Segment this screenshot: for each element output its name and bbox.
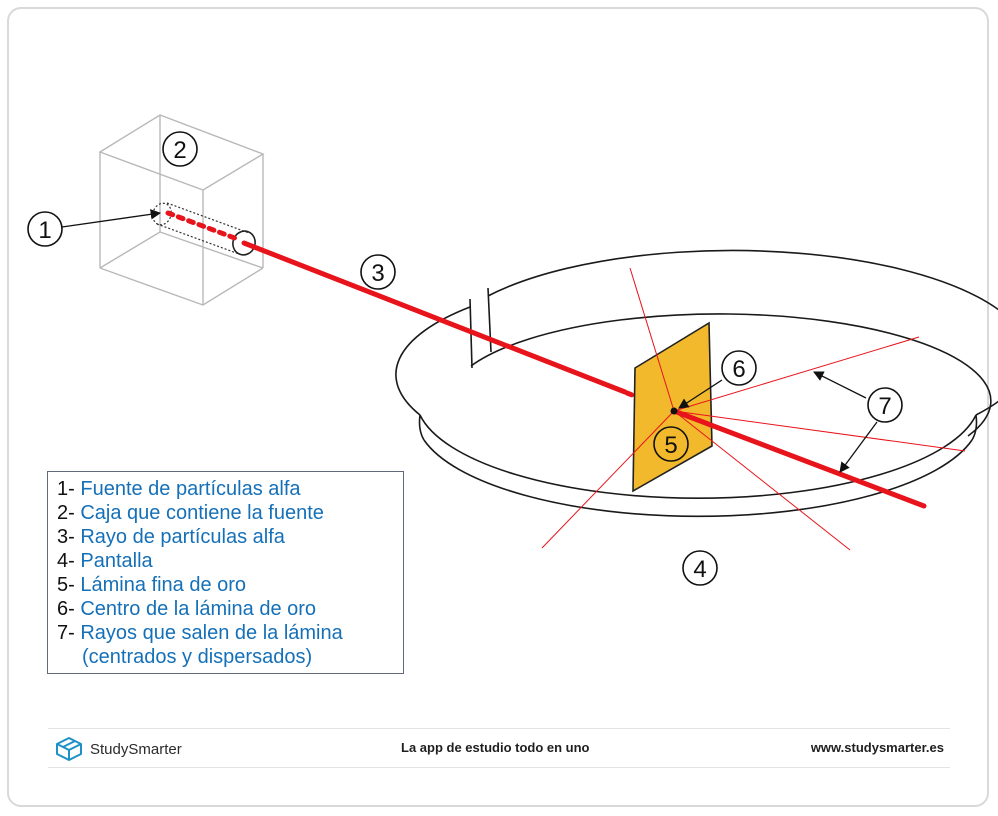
svg-text:4: 4 (693, 556, 706, 583)
brand-logo[interactable]: StudySmarter (54, 736, 182, 762)
legend-item: 6- Centro de la lámina de oro (57, 598, 317, 620)
marker-2: 2 (162, 131, 198, 167)
arrow-7b (839, 421, 878, 473)
marker-6: 6 (721, 350, 757, 386)
arrow-6 (678, 379, 723, 409)
svg-text:1: 1 (38, 217, 51, 244)
beam-exit (671, 408, 927, 509)
legend-item: 1- Fuente de partículas alfa (57, 478, 301, 500)
alpha-beam (165, 210, 676, 414)
marker-4: 4 (682, 550, 718, 586)
legend-box: 1- Fuente de partículas alfa 2- Caja que… (47, 471, 404, 674)
legend-item: 2- Caja que contiene la fuente (57, 502, 324, 524)
marker-5: 5 (653, 426, 689, 462)
tagline: La app de estudio todo en uno (401, 740, 590, 755)
scattered-rays (541, 267, 966, 551)
legend-item: 7- Rayos que salen de la lámina (57, 622, 343, 644)
svg-text:2: 2 (173, 137, 186, 164)
svg-text:3: 3 (371, 260, 384, 287)
marker-3: 3 (360, 254, 396, 290)
footer-bar: StudySmarter La app de estudio todo en u… (48, 728, 950, 768)
svg-text:5: 5 (664, 432, 677, 459)
beam-dotted-inside-tube (165, 210, 243, 243)
legend-item: 4- Pantalla (57, 550, 153, 572)
arrow-7a (813, 371, 867, 399)
callout-arrows (61, 209, 878, 473)
source-tube (152, 202, 250, 255)
legend-item-continuation: (centrados y dispersados) (82, 646, 313, 668)
arrow-1 (61, 209, 162, 228)
marker-7: 7 (867, 387, 903, 423)
legend-item: 5- Lámina fina de oro (57, 574, 247, 596)
website-link[interactable]: www.studysmarter.es (810, 740, 944, 755)
brand-name: StudySmarter (90, 740, 182, 758)
studysmarter-cube-icon (56, 737, 82, 761)
svg-text:6: 6 (732, 356, 745, 383)
source-box (98, 114, 265, 306)
legend-item: 3- Rayo de partículas alfa (57, 526, 285, 548)
foil-center-dot (670, 407, 678, 415)
beam-main (241, 240, 628, 395)
svg-text:7: 7 (878, 393, 891, 420)
marker-1: 1 (27, 211, 63, 247)
